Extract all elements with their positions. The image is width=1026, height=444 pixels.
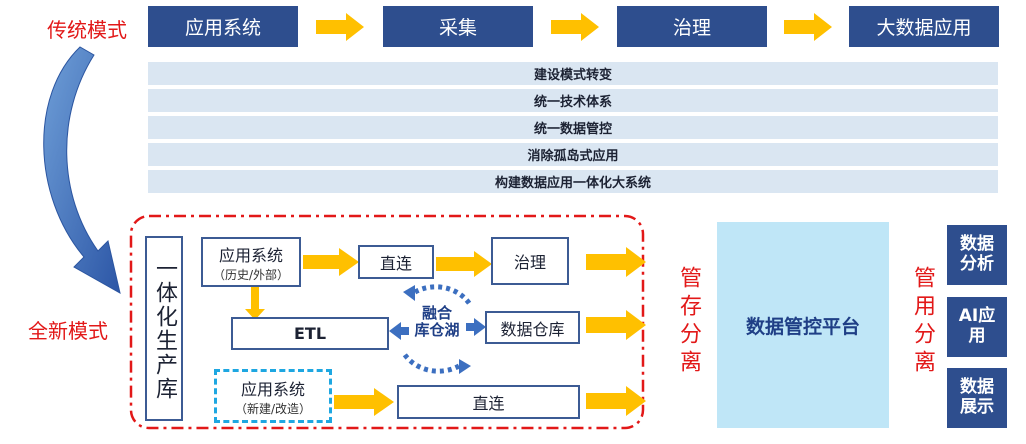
yellow-arrow-icon [586,247,646,277]
app-system-legacy-title: 应用系统 [218,245,283,265]
yellow-arrow-icon [586,386,646,416]
flow-step-bigdata-app: 大数据应用 [849,6,999,47]
production-frame [129,214,645,430]
usage-separation-label: 管用分离 [910,266,935,378]
ai-application-box: AI应用 [947,297,1007,357]
strip-eliminate-silos: 消除孤岛式应用 [148,143,998,166]
flow-step-collect: 采集 [383,6,533,47]
strip-mode-change: 建设模式转变 [148,62,998,85]
yellow-down-arrow-icon [245,287,265,320]
flow-step-app-system: 应用系统 [148,6,298,47]
app-system-legacy-sub: （历史/外部） [212,267,290,282]
direct-connect-bottom: 直连 [397,385,580,419]
app-system-new: 应用系统 （新建/改造） [214,369,332,423]
data-warehouse-box: 数据仓库 [485,311,580,344]
flow-step-govern: 治理 [617,6,767,47]
blue-right-arrow-icon [466,318,486,336]
yellow-arrow-icon [586,310,646,340]
data-display-box: 数据展示 [947,368,1007,428]
blue-left-arrow-icon [389,322,409,340]
data-analysis-box: 数据分析 [947,225,1007,285]
app-system-new-sub: （新建/改造） [234,401,312,416]
yellow-arrow-icon [334,388,394,416]
data-control-platform: 数据管控平台 [717,222,889,428]
govern-box: 治理 [491,237,569,285]
curved-transition-arrow-icon [43,46,121,294]
traditional-mode-label: 传统模式 [47,18,127,42]
flow-arrow-icon [784,13,832,41]
app-system-new-title: 应用系统 [240,379,305,399]
etl-box: ETL [231,317,389,350]
dotted-cycle-arrows-icon [400,284,474,374]
direct-connect-top: 直连 [358,245,434,279]
yellow-arrow-icon [303,248,359,276]
flow-arrow-icon [551,13,599,41]
lakehouse-label: 融合 库仓湖 [414,304,460,340]
yellow-arrow-icon [436,251,492,277]
strip-integrated-system: 构建数据应用一体化大系统 [148,170,998,193]
storage-separation-label: 管存分离 [676,266,701,378]
new-mode-label: 全新模式 [28,319,108,343]
integrated-production-db: 一体化生产库 [145,236,183,421]
flow-arrow-icon [316,13,364,41]
strip-unified-tech: 统一技术体系 [148,89,998,112]
app-system-legacy: 应用系统 （历史/外部） [201,237,301,287]
strip-unified-control: 统一数据管控 [148,116,998,139]
